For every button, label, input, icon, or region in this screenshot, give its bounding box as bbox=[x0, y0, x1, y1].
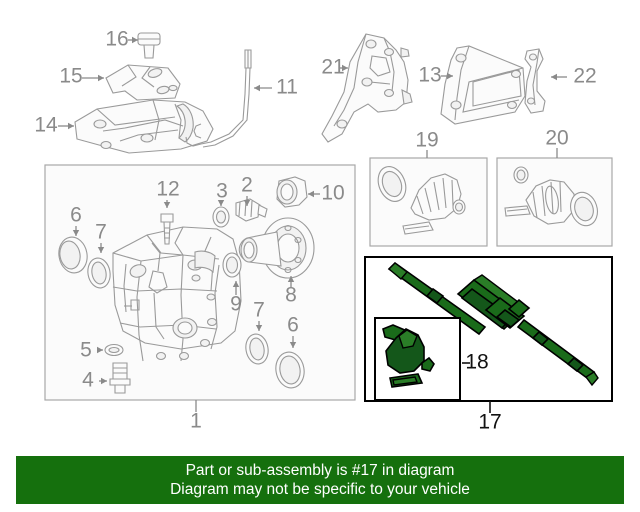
arrow-7-left bbox=[97, 247, 105, 253]
arrow-2 bbox=[243, 200, 251, 206]
part-16-flange-bolt bbox=[137, 32, 161, 59]
banner-line-2: Diagram may not be specific to your vehi… bbox=[170, 481, 470, 498]
arrow-10 bbox=[308, 190, 314, 198]
callout-label-14-lower-cover-shield: 14 bbox=[34, 114, 58, 137]
callout-label-6-output-seal-cap-right: 6 bbox=[287, 314, 299, 337]
callout-label-19-cv-boot-kit-outer: 19 bbox=[415, 129, 438, 152]
arrow-21 bbox=[342, 64, 348, 72]
callout-label-17-front-axle-shaft-assembly: 17 bbox=[478, 411, 501, 434]
arrow-5 bbox=[97, 346, 103, 354]
callout-label-8-output-shaft-flange: 8 bbox=[285, 284, 297, 307]
callout-label-9-bearing-race: 9 bbox=[230, 293, 242, 316]
part-17-front-axle-shaft-assembly bbox=[387, 261, 599, 387]
callout-label-11-dipstick-tube: 11 bbox=[276, 76, 298, 99]
arrow-12 bbox=[163, 202, 171, 208]
part-7-oil-seal-left bbox=[87, 257, 111, 289]
arrow-3 bbox=[217, 200, 225, 206]
part-19-cv-boot-kit-outer bbox=[377, 166, 466, 235]
part-18-cv-joint-boot-kit bbox=[382, 324, 435, 388]
part-15-upper-plate bbox=[105, 64, 181, 101]
arrow-13 bbox=[447, 72, 453, 80]
part-6-seal-cap-right bbox=[275, 351, 305, 389]
part-6-seal-cap-left bbox=[58, 236, 88, 274]
arrow-6-right bbox=[289, 342, 297, 348]
arrow-15 bbox=[98, 74, 104, 82]
arrow-4 bbox=[101, 377, 107, 385]
callout-label-18-cv-joint-boot-kit-inner: 18 bbox=[465, 351, 488, 374]
callout-label-12-mounting-bolt: 12 bbox=[156, 178, 179, 201]
part-8-output-shaft-flange bbox=[238, 217, 315, 279]
callout-label-6-output-seal-cap-left: 6 bbox=[70, 204, 82, 227]
part-12-mounting-bolt bbox=[160, 213, 174, 245]
arrow-6-left bbox=[72, 230, 80, 236]
info-banner: Part or sub-assembly is #17 in diagram D… bbox=[16, 456, 624, 504]
arrow-7-right bbox=[255, 325, 263, 331]
callout-label-2-breather-fitting: 2 bbox=[241, 174, 253, 197]
part-7-oil-seal-right bbox=[245, 333, 269, 365]
callout-label-1-transfer-case-assembly: 1 bbox=[190, 410, 202, 433]
part-14-lower-cover-shield bbox=[74, 99, 214, 154]
callout-label-4-drain-plug: 4 bbox=[82, 369, 94, 392]
arrow-14 bbox=[68, 122, 74, 130]
part-13-engine-mount-bracket bbox=[440, 45, 526, 125]
part-3-seal-ring bbox=[212, 206, 230, 228]
callout-label-13-engine-mount-bracket: 13 bbox=[418, 64, 441, 87]
callout-label-7-oil-seal-left: 7 bbox=[95, 221, 107, 244]
part-5-drain-plug-washer bbox=[104, 343, 124, 357]
part-1-transfer-case-housing bbox=[112, 226, 242, 362]
part-20-cv-boot-kit-inner bbox=[504, 166, 598, 227]
part-10-dust-cap bbox=[276, 176, 308, 208]
part-11-dipstick-tube bbox=[185, 49, 252, 148]
part-21-transmission-mount-bracket bbox=[321, 33, 413, 143]
arrow-16 bbox=[132, 36, 138, 44]
part-22-heat-shield-strap bbox=[524, 48, 546, 114]
arrow-8 bbox=[287, 276, 295, 282]
callout-label-15-upper-plate: 15 bbox=[59, 65, 82, 88]
arrow-9 bbox=[232, 281, 240, 287]
part-2-breather-fitting bbox=[235, 198, 268, 222]
callout-label-3-seal-ring-small: 3 bbox=[216, 180, 228, 203]
callout-label-20-cv-boot-kit-inner: 20 bbox=[545, 127, 568, 150]
callout-label-10-dust-cap: 10 bbox=[321, 182, 344, 205]
part-9-bearing-race bbox=[222, 252, 242, 278]
callout-label-21-transmission-mount-bracket: 21 bbox=[321, 56, 344, 79]
callout-label-16-flange-bolt: 16 bbox=[105, 28, 128, 51]
banner-line-1: Part or sub-assembly is #17 in diagram bbox=[185, 462, 455, 479]
arrow-22 bbox=[551, 73, 557, 81]
callout-label-22-heat-shield-strap: 22 bbox=[573, 65, 596, 88]
arrow-11 bbox=[254, 84, 260, 92]
callout-label-7-oil-seal-right: 7 bbox=[253, 299, 265, 322]
callout-label-5-drain-plug-washer: 5 bbox=[80, 339, 92, 362]
part-4-drain-plug bbox=[109, 362, 131, 394]
